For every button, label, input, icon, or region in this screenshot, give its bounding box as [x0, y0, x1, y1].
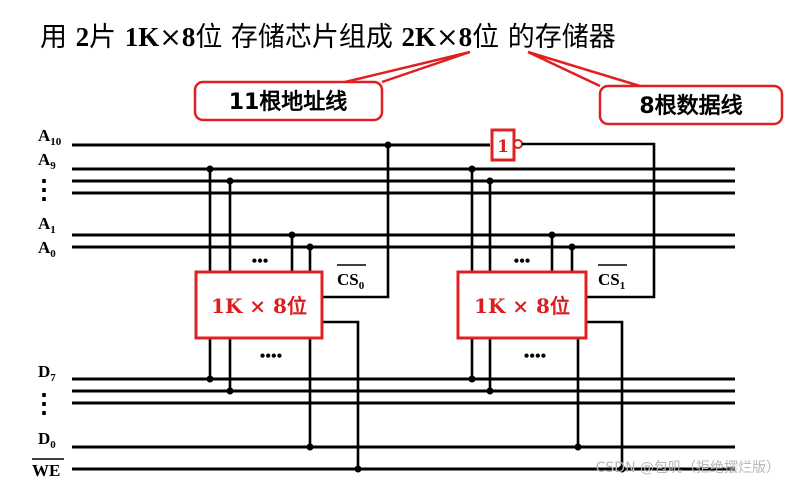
junction-dot [486, 177, 494, 185]
junction-dot [306, 443, 314, 451]
chip-0: 1K × 8位 [194, 270, 324, 340]
we1-wire [586, 320, 624, 469]
junction-dot [384, 141, 392, 149]
junction-dot [618, 465, 626, 473]
watermark-text: CSDN @包叽（拒绝摆烂版） [596, 460, 780, 476]
junction-dot [468, 375, 476, 383]
junction-dot [468, 165, 476, 173]
inverter-gate: 1 [490, 128, 656, 299]
junction-dot [574, 443, 582, 451]
junction-dot [226, 177, 234, 185]
chip-1-body [456, 270, 588, 340]
a9-label: A9 [38, 150, 56, 172]
a0-label: A0 [38, 238, 56, 260]
d0-label: D0 [38, 429, 56, 451]
address-lines-label: 11根地址线 [229, 89, 348, 115]
chip-0-body [194, 270, 324, 340]
junction-dot [288, 231, 296, 239]
data-bus [72, 377, 735, 471]
data-vertical-ellipsis: ⋮ [31, 389, 57, 418]
junction-dot [306, 243, 314, 251]
a10-label: A10 [38, 126, 62, 148]
junction-dot [354, 465, 362, 473]
chip-1: 1K × 8位 [456, 270, 588, 340]
signal-labels: A10 A9 ⋮ A1 A0 D7 ⋮ D0 WE [31, 126, 64, 480]
data-lines-label: 8根数据线 [639, 93, 742, 119]
junction-dot [206, 165, 214, 173]
d7-label: D7 [38, 362, 56, 384]
cs1-label-group: CS1 [598, 264, 627, 292]
junction-dot [548, 231, 556, 239]
a1-label: A1 [38, 214, 56, 236]
title: 用 2片 1K×8位 存储芯片组成 2K×8位 的存储器 [40, 22, 616, 53]
cs0-wire [322, 145, 390, 299]
chip-2-wiring: ••• •••• [468, 165, 626, 473]
junction-dot [568, 243, 576, 251]
data-pin-ellipsis: •••• [260, 348, 282, 365]
address-pin-ellipsis: ••• [514, 253, 531, 270]
inverter-bubble [513, 139, 523, 149]
data-pin-ellipsis: •••• [524, 348, 546, 365]
chip-0-label: 1K × 8位 [211, 294, 307, 318]
we-label: WE [32, 461, 60, 480]
address-pin-ellipsis: ••• [252, 253, 269, 270]
data-lines-callout: 8根数据线 [527, 50, 784, 126]
address-lines-callout: 11根地址线 [193, 50, 471, 122]
we0-wire [322, 320, 360, 469]
cs1-wire [522, 142, 656, 299]
chip-1-wiring: ••• •••• [206, 141, 392, 473]
junction-dot [206, 375, 214, 383]
inverter-label: 1 [497, 137, 509, 157]
junction-dot [486, 387, 494, 395]
chip-1-label: 1K × 8位 [474, 294, 570, 318]
address-bus [72, 143, 735, 249]
junction-dot [226, 387, 234, 395]
cs0-label-group: CS0 [337, 264, 366, 292]
cs1-label: CS1 [598, 270, 625, 292]
address-vertical-ellipsis: ⋮ [31, 175, 57, 204]
cs0-label: CS0 [337, 270, 365, 292]
